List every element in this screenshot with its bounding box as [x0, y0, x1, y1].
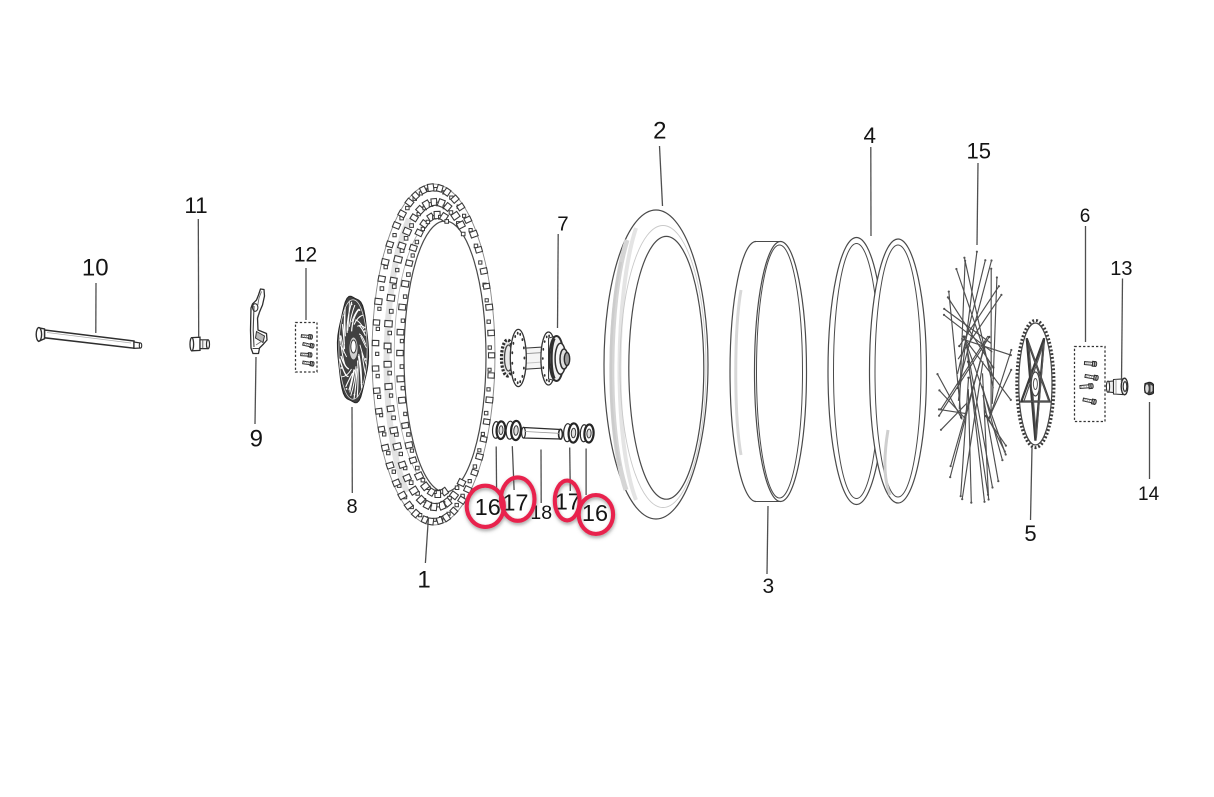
svg-text:10: 10 [82, 254, 109, 281]
svg-text:3: 3 [763, 575, 775, 598]
svg-text:9: 9 [250, 425, 263, 452]
svg-text:11: 11 [184, 193, 207, 218]
svg-text:16: 16 [475, 494, 501, 520]
svg-text:15: 15 [967, 139, 991, 164]
svg-text:13: 13 [1110, 258, 1132, 280]
svg-text:6: 6 [1080, 206, 1091, 227]
svg-text:16: 16 [582, 500, 608, 526]
svg-text:7: 7 [557, 213, 568, 236]
svg-text:1: 1 [417, 567, 430, 594]
svg-text:2: 2 [653, 118, 666, 145]
svg-text:8: 8 [346, 496, 357, 518]
svg-text:5: 5 [1024, 521, 1036, 546]
svg-text:4: 4 [863, 123, 876, 148]
svg-text:17: 17 [502, 489, 528, 515]
svg-text:12: 12 [294, 244, 317, 267]
svg-text:14: 14 [1138, 484, 1160, 505]
